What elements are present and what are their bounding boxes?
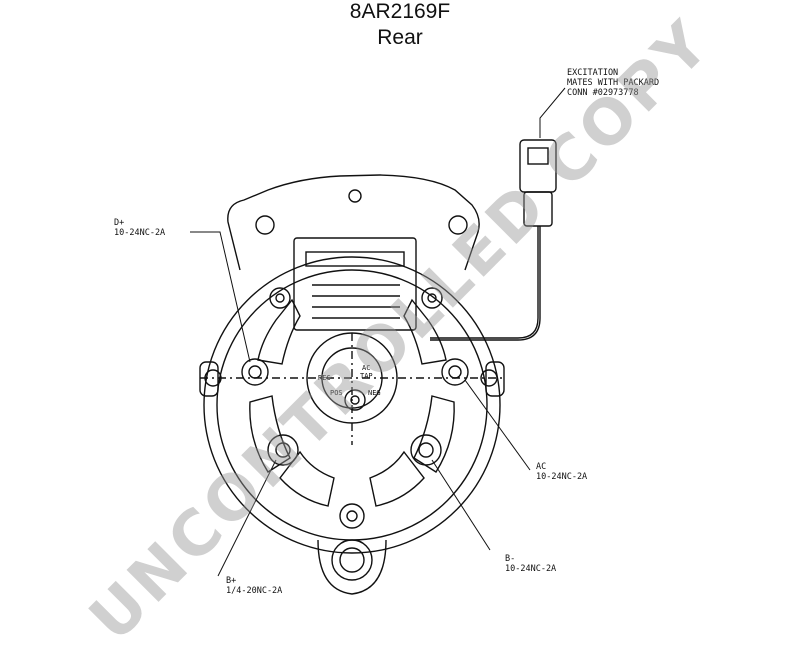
excitation-callout: EXCITATION MATES WITH PACKARD CONN #0297… bbox=[567, 68, 659, 98]
b-minus-callout: B- 10-24NC-2A bbox=[505, 554, 556, 574]
d-plus-label: D+ bbox=[114, 218, 125, 228]
b-minus-label: B- bbox=[505, 554, 516, 564]
excitation-wire bbox=[430, 226, 539, 339]
housing-outer bbox=[203, 256, 501, 554]
connector-body bbox=[523, 191, 553, 227]
regulator-screw-right bbox=[421, 287, 443, 309]
hub-label-neg: NEG bbox=[368, 389, 381, 397]
vent bbox=[403, 298, 447, 365]
leader-d-plus bbox=[190, 231, 251, 363]
bottom-screw bbox=[339, 503, 365, 529]
regulator-plate bbox=[305, 251, 405, 267]
excitation-line-3: CONN #02973778 bbox=[567, 88, 639, 98]
bottom-lug-hole bbox=[331, 539, 373, 581]
vent bbox=[249, 395, 291, 473]
ear-hole-left bbox=[255, 215, 275, 235]
hub-label-rec: REC bbox=[318, 374, 331, 382]
terminal-b-minus bbox=[410, 434, 442, 466]
ac-callout: AC 10-24NC-2A bbox=[536, 462, 587, 482]
b-plus-callout: B+ 1/4-20NC-2A bbox=[226, 576, 282, 596]
regulator-screw-left bbox=[269, 287, 291, 309]
regulator-box bbox=[293, 237, 417, 331]
hub-label-ac: AC bbox=[362, 364, 370, 372]
alternator-rear-drawing: AC TAP REC POS NEG bbox=[190, 87, 566, 595]
hub-label-tap: TAP bbox=[360, 372, 373, 380]
b-minus-thread: 10-24NC-2A bbox=[505, 564, 557, 574]
terminal-d-plus bbox=[241, 358, 269, 386]
left-boss bbox=[199, 361, 219, 397]
ac-label: AC bbox=[536, 462, 547, 472]
vent bbox=[413, 395, 455, 473]
ear-hole-top bbox=[348, 189, 362, 203]
leader-ac bbox=[464, 379, 531, 471]
view-subtitle: Rear bbox=[377, 26, 423, 49]
right-boss-hole bbox=[480, 369, 498, 387]
leader-excitation bbox=[539, 87, 566, 138]
ac-thread: 10-24NC-2A bbox=[536, 472, 588, 482]
d-plus-thread: 10-24NC-2A bbox=[114, 228, 166, 238]
leader-b-minus bbox=[431, 459, 491, 551]
terminal-ac bbox=[441, 358, 469, 386]
d-plus-callout: D+ 10-24NC-2A bbox=[114, 218, 165, 238]
excitation-line-2: MATES WITH PACKARD bbox=[567, 78, 660, 88]
part-number-title: 8AR2169F bbox=[349, 0, 451, 23]
bottom-lug bbox=[317, 539, 387, 595]
terminal-b-plus bbox=[267, 434, 299, 466]
mounting-ear bbox=[227, 174, 480, 271]
ear-hole-right bbox=[448, 215, 468, 235]
b-plus-thread: 1/4-20NC-2A bbox=[226, 586, 283, 596]
leader-b-plus bbox=[217, 459, 277, 577]
right-boss bbox=[485, 361, 505, 397]
hub-label-pos: POS bbox=[330, 389, 343, 397]
b-plus-label: B+ bbox=[226, 576, 237, 586]
vent bbox=[279, 450, 335, 507]
excitation-line-1: EXCITATION bbox=[567, 68, 619, 78]
vent bbox=[257, 298, 301, 365]
vent bbox=[369, 450, 425, 507]
